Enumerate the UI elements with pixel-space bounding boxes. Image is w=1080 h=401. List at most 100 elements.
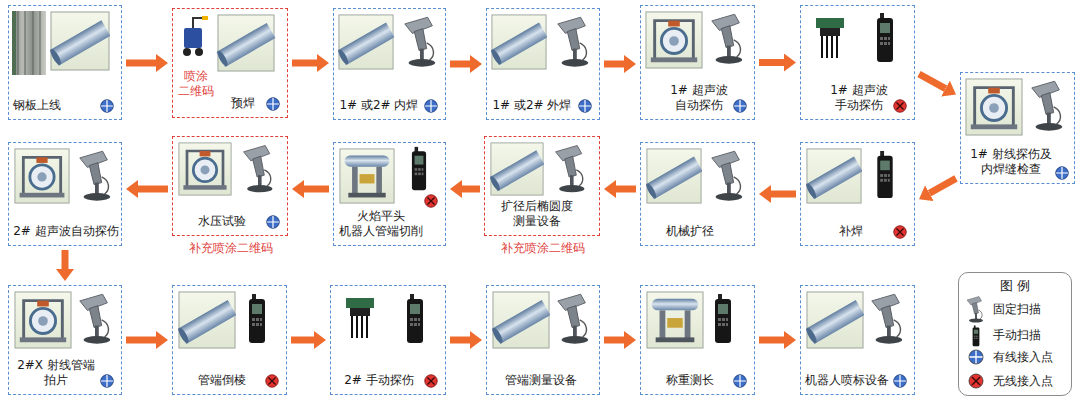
station-label: 补焊 — [831, 224, 871, 239]
flow-arrow — [759, 59, 784, 66]
legend-row: 有线接入点 — [959, 347, 1071, 367]
wired-access-point — [894, 375, 906, 387]
inspection-frame-picture — [15, 149, 69, 203]
station-label: 钢板上线 — [13, 98, 77, 113]
process-station: 管端测量设备 — [486, 285, 600, 395]
handheld-scanner — [407, 294, 423, 343]
legend-row: 无线接入点 — [959, 371, 1071, 391]
fixed-scanner — [558, 17, 588, 66]
process-station: 2# 超声波自动探伤 — [8, 142, 122, 246]
process-station: 机器人喷标设备 — [800, 285, 915, 395]
flow-arrow — [138, 186, 168, 193]
flow-arrow — [604, 337, 624, 344]
station-label: 称重测长 — [655, 373, 725, 388]
code-spray-station: 扩径后椭圆度 测量设备补充喷涂二维码 — [484, 136, 600, 236]
station-label: 2# 手动探伤 — [341, 373, 417, 388]
legend-swatch — [968, 349, 984, 365]
legend-text: 无线接入点 — [993, 371, 1053, 391]
spray-code-note: 补充喷涂二维码 — [153, 241, 309, 256]
flow-arrow — [929, 178, 956, 193]
station-label: 管端倒棱 — [187, 373, 257, 388]
station-label: 管端测量设备 — [491, 373, 591, 388]
swatch-cross — [970, 351, 983, 364]
process-station: 机械扩径 — [640, 142, 755, 246]
process-station: 1# 或2# 内焊 — [333, 8, 446, 120]
handheld-scanner — [412, 147, 426, 190]
inspection-frame-picture — [646, 12, 702, 68]
flow-arrow — [126, 60, 156, 67]
access-point-swatch — [969, 374, 983, 388]
wireless-access-point — [894, 100, 906, 112]
station-label: 机械扩径 — [655, 224, 725, 239]
fixed-scanner — [872, 294, 902, 343]
flow-arrow — [450, 337, 470, 344]
wired-access-point — [425, 100, 437, 112]
spray-code-note: 补充喷涂二维码 — [465, 241, 621, 256]
legend-title: 图 例 — [959, 278, 1071, 294]
pipe-picture — [216, 15, 276, 71]
station-pictures — [12, 11, 1068, 387]
pipe-picture — [491, 292, 551, 348]
legend-text: 有线接入点 — [993, 347, 1053, 367]
legend-row: 固定扫描 — [959, 299, 1071, 319]
legend-box: 图 例固定扫描手动扫描有线接入点无线接入点 — [958, 272, 1072, 396]
process-station: 火焰平头 机器人管端切削 — [333, 142, 446, 246]
flow-arrow — [759, 337, 784, 344]
legend-row: 手动扫描 — [959, 325, 1071, 345]
wired-access-point — [1056, 167, 1068, 179]
handheld-scanner — [877, 13, 893, 62]
flow-arrow — [604, 61, 624, 68]
flow-arrow — [292, 60, 317, 67]
sprayer-picture — [183, 16, 208, 56]
wired-access-point — [101, 375, 113, 387]
wired-access-point — [734, 375, 746, 387]
legend-text: 固定扫描 — [993, 299, 1041, 319]
pipe-picture — [337, 15, 395, 69]
process-station: 2# 手动探伤 — [330, 285, 446, 395]
wireless-access-point — [266, 375, 278, 387]
wireless-access-point — [425, 195, 437, 207]
wireless-access-point — [425, 375, 437, 387]
pipe-picture — [645, 149, 703, 203]
legend-handheld-icon — [973, 325, 980, 346]
station-label: 1# 或2# 外焊 — [489, 98, 575, 113]
station-label: 预焊 — [231, 96, 261, 111]
fixed-scanner — [244, 146, 273, 193]
code-spray-station: 喷涂 二维码预焊 — [172, 8, 288, 118]
swatch-cross — [972, 377, 980, 385]
station-label: 2#X 射线管端 拍片 — [15, 358, 97, 388]
flow-arrow — [450, 61, 470, 68]
flow-arrow — [291, 337, 314, 344]
process-station: 1# 超声波 自动探伤 — [640, 5, 755, 120]
handheld-scanner — [249, 294, 265, 343]
process-station: 称重测长 — [640, 285, 755, 395]
inspection-frame-picture — [966, 79, 1022, 135]
hydro-test-picture — [179, 143, 231, 195]
fixed-scanner — [1032, 81, 1062, 130]
station-label: 1# 或2# 内焊 — [336, 98, 422, 113]
legend-fixed-scanner-icon — [967, 297, 983, 323]
legend-text: 手动扫描 — [993, 325, 1041, 345]
wired-access-point — [267, 98, 279, 110]
process-station: 1# 射线探伤及 内焊缝检查 — [960, 72, 1075, 184]
wired-access-point — [579, 100, 591, 112]
cutting-machine-picture — [340, 149, 394, 203]
flow-arrow — [616, 186, 636, 193]
fixed-scanner — [80, 294, 110, 343]
station-label: 1# 超声波 自动探伤 — [667, 83, 731, 113]
fixed-scanner — [556, 146, 585, 193]
code-spray-station: 水压试验补充喷涂二维码 — [172, 136, 288, 236]
process-station: 1# 或2# 外焊 — [486, 8, 600, 120]
station-label: 1# 射线探伤及 内焊缝检查 — [962, 147, 1060, 177]
fixed-scanner — [712, 151, 742, 200]
flow-arrow — [771, 191, 796, 198]
wireless-access-point — [894, 226, 906, 238]
process-station: 2#X 射线管端 拍片 — [8, 285, 122, 395]
station-label: 1# 超声波 手动探伤 — [827, 83, 891, 113]
flow-arrow — [462, 186, 480, 193]
station-label: 火焰平头 机器人管端切削 — [336, 209, 426, 239]
wired-access-point — [734, 100, 746, 112]
legend-swatch — [968, 373, 984, 389]
fixed-scanner — [405, 17, 435, 66]
steel-plate-picture — [12, 11, 46, 75]
